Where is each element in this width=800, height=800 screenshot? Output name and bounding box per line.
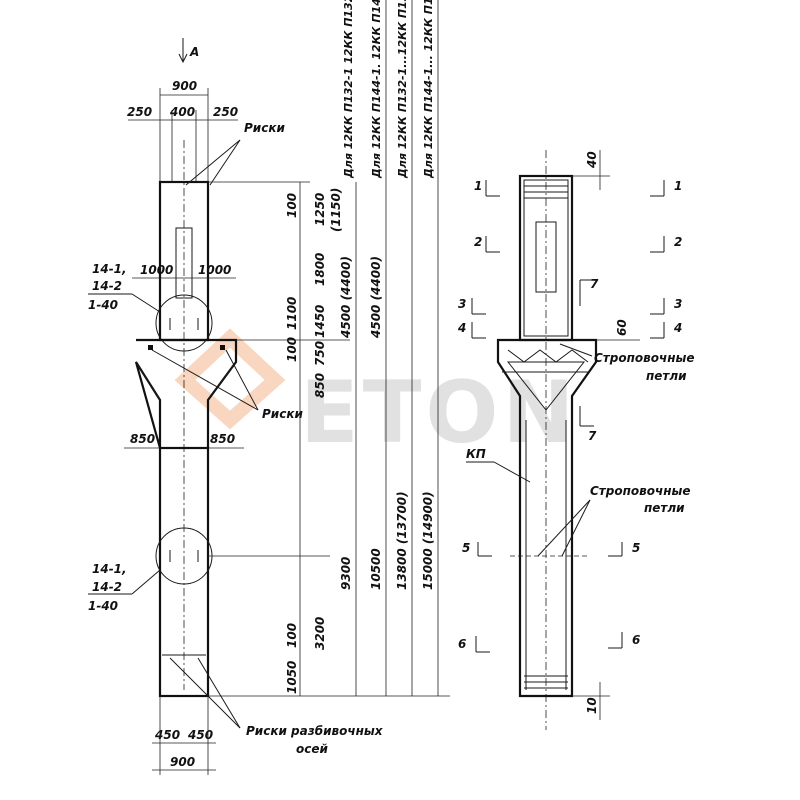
dim-100-a: 100 <box>285 193 299 218</box>
dim-40: 40 <box>585 151 599 169</box>
section-5-left: 5 <box>462 541 470 555</box>
label-lifting-loops-1a: Строповочные <box>594 351 695 365</box>
column-header-4: Для 12КК П144-1... 12КК П144-5 <box>422 0 435 179</box>
dim-1000-right: 1000 <box>198 263 231 277</box>
leader <box>493 461 531 483</box>
dim-4500-b: 4500 (4400) <box>369 256 383 339</box>
dim-450-left: 450 <box>154 728 180 742</box>
watermark: ETON <box>174 328 579 463</box>
label-marks-bottom-2: осей <box>296 742 328 756</box>
section-4-left: 4 <box>457 321 466 335</box>
leader <box>151 349 259 411</box>
section-3-left: 3 <box>458 297 466 311</box>
section-7-top: 7 <box>590 277 599 291</box>
dim-60: 60 <box>615 319 629 336</box>
dim-250-right: 250 <box>213 105 238 119</box>
watermark-logo-icon <box>174 328 286 430</box>
dim-900-bottom: 900 <box>170 755 195 769</box>
leader <box>561 499 591 557</box>
view-marker: А <box>189 45 199 59</box>
dim-1150: (1150) <box>329 188 343 232</box>
label-lifting-loops-2a: Строповочные <box>590 484 691 498</box>
left-view: А 900 250 400 250 Риски 1000 1000 14-1, … <box>88 0 450 775</box>
hole-note-1-line-1: 14-1, <box>92 262 127 276</box>
section-7-bottom: 7 <box>588 429 597 443</box>
leader <box>169 657 241 729</box>
column-header-1: Для 12КК П132-1 12КК П132-4 <box>342 0 355 179</box>
label-marks-top: Риски <box>244 121 285 135</box>
console-edge <box>207 361 237 401</box>
mark <box>220 345 225 350</box>
label-lifting-loops-2b: петли <box>644 501 685 515</box>
lower-shaft <box>158 446 210 698</box>
lifting-loops <box>507 349 589 363</box>
section-2-right: 2 <box>674 235 682 249</box>
section-2-left: 2 <box>474 235 482 249</box>
dim-1000-left: 1000 <box>140 263 173 277</box>
hole-note-2-line-2: 14-2 <box>92 580 122 594</box>
dim-850-left: 850 <box>130 432 155 446</box>
label-kp: КП <box>466 447 486 461</box>
dim-100-b: 100 <box>285 337 299 362</box>
dim-400: 400 <box>169 105 195 119</box>
column-header-3: Для 12КК П132-1...12КК П132-4 <box>396 0 409 179</box>
column-header-2: Для 12КК П144-1. 12КК П144-5 <box>370 0 383 179</box>
dim-100-c: 100 <box>285 623 299 648</box>
dim-1100: 1100 <box>285 297 299 330</box>
label-lifting-loops-1b: петли <box>646 369 687 383</box>
dim-15000: 15000 (14900) <box>421 491 435 590</box>
section-1-right: 1 <box>674 179 682 193</box>
view-arrow-head-icon <box>178 53 188 64</box>
dim-4500-a: 4500 (4400) <box>339 256 353 339</box>
dim-900-top: 900 <box>172 79 197 93</box>
section-6-right: 6 <box>632 633 640 647</box>
leader <box>209 139 241 186</box>
leader <box>559 343 593 357</box>
section-6-left: 6 <box>458 637 466 651</box>
dim-850: 850 <box>313 373 327 398</box>
mark <box>148 345 153 350</box>
console-rebar <box>506 361 586 411</box>
console-edge <box>135 361 161 401</box>
hole-upper <box>155 294 213 352</box>
dim-1800: 1800 <box>313 253 327 286</box>
leader <box>185 139 241 186</box>
leader <box>131 293 161 313</box>
section-3-right: 3 <box>674 297 682 311</box>
dim-10500: 10500 <box>369 548 383 590</box>
leader <box>537 499 591 557</box>
label-marks-bottom-1: Риски разбивочных <box>246 724 384 738</box>
dim-13800: 13800 (13700) <box>395 491 409 590</box>
section-5-right: 5 <box>632 541 640 555</box>
dim-1250: 1250 <box>313 193 327 226</box>
dim-1450: 1450 <box>313 305 327 338</box>
dim-250-left: 250 <box>127 105 152 119</box>
watermark-text: ETON <box>300 363 579 463</box>
hole-note-1-line-2: 14-2 <box>92 279 122 293</box>
hole-note-2-line-1: 14-1, <box>92 562 127 576</box>
dim-3200: 3200 <box>313 617 327 650</box>
leader <box>197 657 241 729</box>
section-1-left: 1 <box>474 179 482 193</box>
hole-note-2-line-3: 1-40 <box>88 599 118 613</box>
dim-9300: 9300 <box>339 557 353 590</box>
hole-note-1-line-3: 1-40 <box>88 298 118 312</box>
dim-1050: 1050 <box>285 661 299 694</box>
leader <box>225 349 259 411</box>
leader <box>131 569 161 595</box>
right-view: 40 60 10 1 1 2 2 3 3 <box>457 150 695 730</box>
right-opening <box>535 221 557 293</box>
section-4-right: 4 <box>673 321 682 335</box>
dim-750: 750 <box>313 341 327 366</box>
rebar-cage-upper <box>523 179 569 337</box>
dim-450-right: 450 <box>187 728 213 742</box>
dim-850-right: 850 <box>210 432 235 446</box>
dim-10: 10 <box>585 697 599 714</box>
label-marks-mid: Риски <box>262 407 303 421</box>
